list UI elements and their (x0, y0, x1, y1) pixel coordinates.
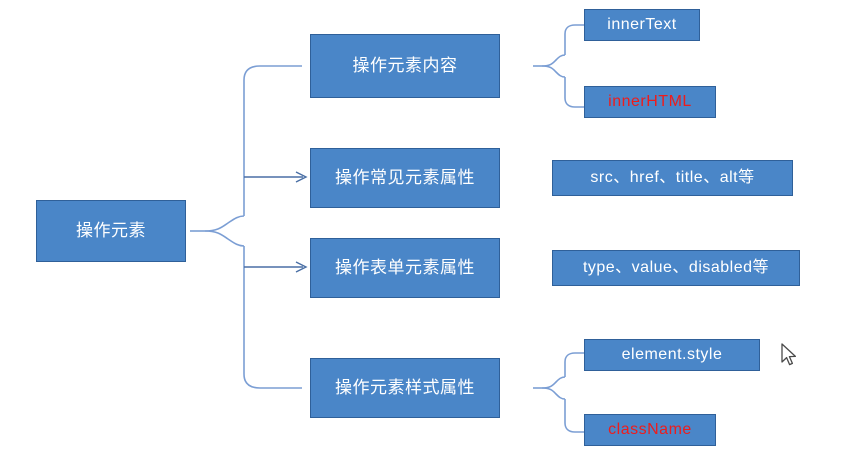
main-brace-upper-nub (204, 215, 245, 232)
connector-to-classname (564, 399, 584, 433)
connector-to-branch-1 (243, 65, 302, 216)
branch-1-brace-upper-nub (541, 54, 566, 67)
branch-1-brace-lower-nub (541, 65, 566, 78)
connector-to-branch-4 (243, 246, 302, 389)
branch-node-form-attributes[interactable]: 操作表单元素属性 (310, 238, 500, 298)
mouse-pointer-icon (781, 343, 797, 366)
leaf-node-innertext[interactable]: innerText (584, 9, 700, 41)
branch-node-common-attributes[interactable]: 操作常见元素属性 (310, 148, 500, 208)
branch-node-style-attributes[interactable]: 操作元素样式属性 (310, 358, 500, 418)
branch-4-brace-upper-nub (541, 376, 566, 389)
leaf-node-form-attribute-list[interactable]: type、value、disabled等 (552, 250, 800, 286)
connector-to-innertext (564, 24, 584, 55)
leaf-node-element-style[interactable]: element.style (584, 339, 760, 371)
arrowhead-branch-3 (295, 261, 308, 273)
root-node[interactable]: 操作元素 (36, 200, 186, 262)
branch-4-brace-lower-nub (541, 387, 566, 400)
leaf-node-classname[interactable]: className (584, 414, 716, 446)
leaf-node-innerhtml[interactable]: innerHTML (584, 86, 716, 118)
branch-node-element-content[interactable]: 操作元素内容 (310, 34, 500, 98)
arrowhead-branch-2 (295, 171, 308, 183)
connector-to-innerhtml (564, 77, 584, 108)
connector-to-element-style (564, 352, 584, 377)
leaf-node-common-attribute-list[interactable]: src、href、title、alt等 (552, 160, 793, 196)
main-brace-lower-nub (204, 230, 245, 247)
